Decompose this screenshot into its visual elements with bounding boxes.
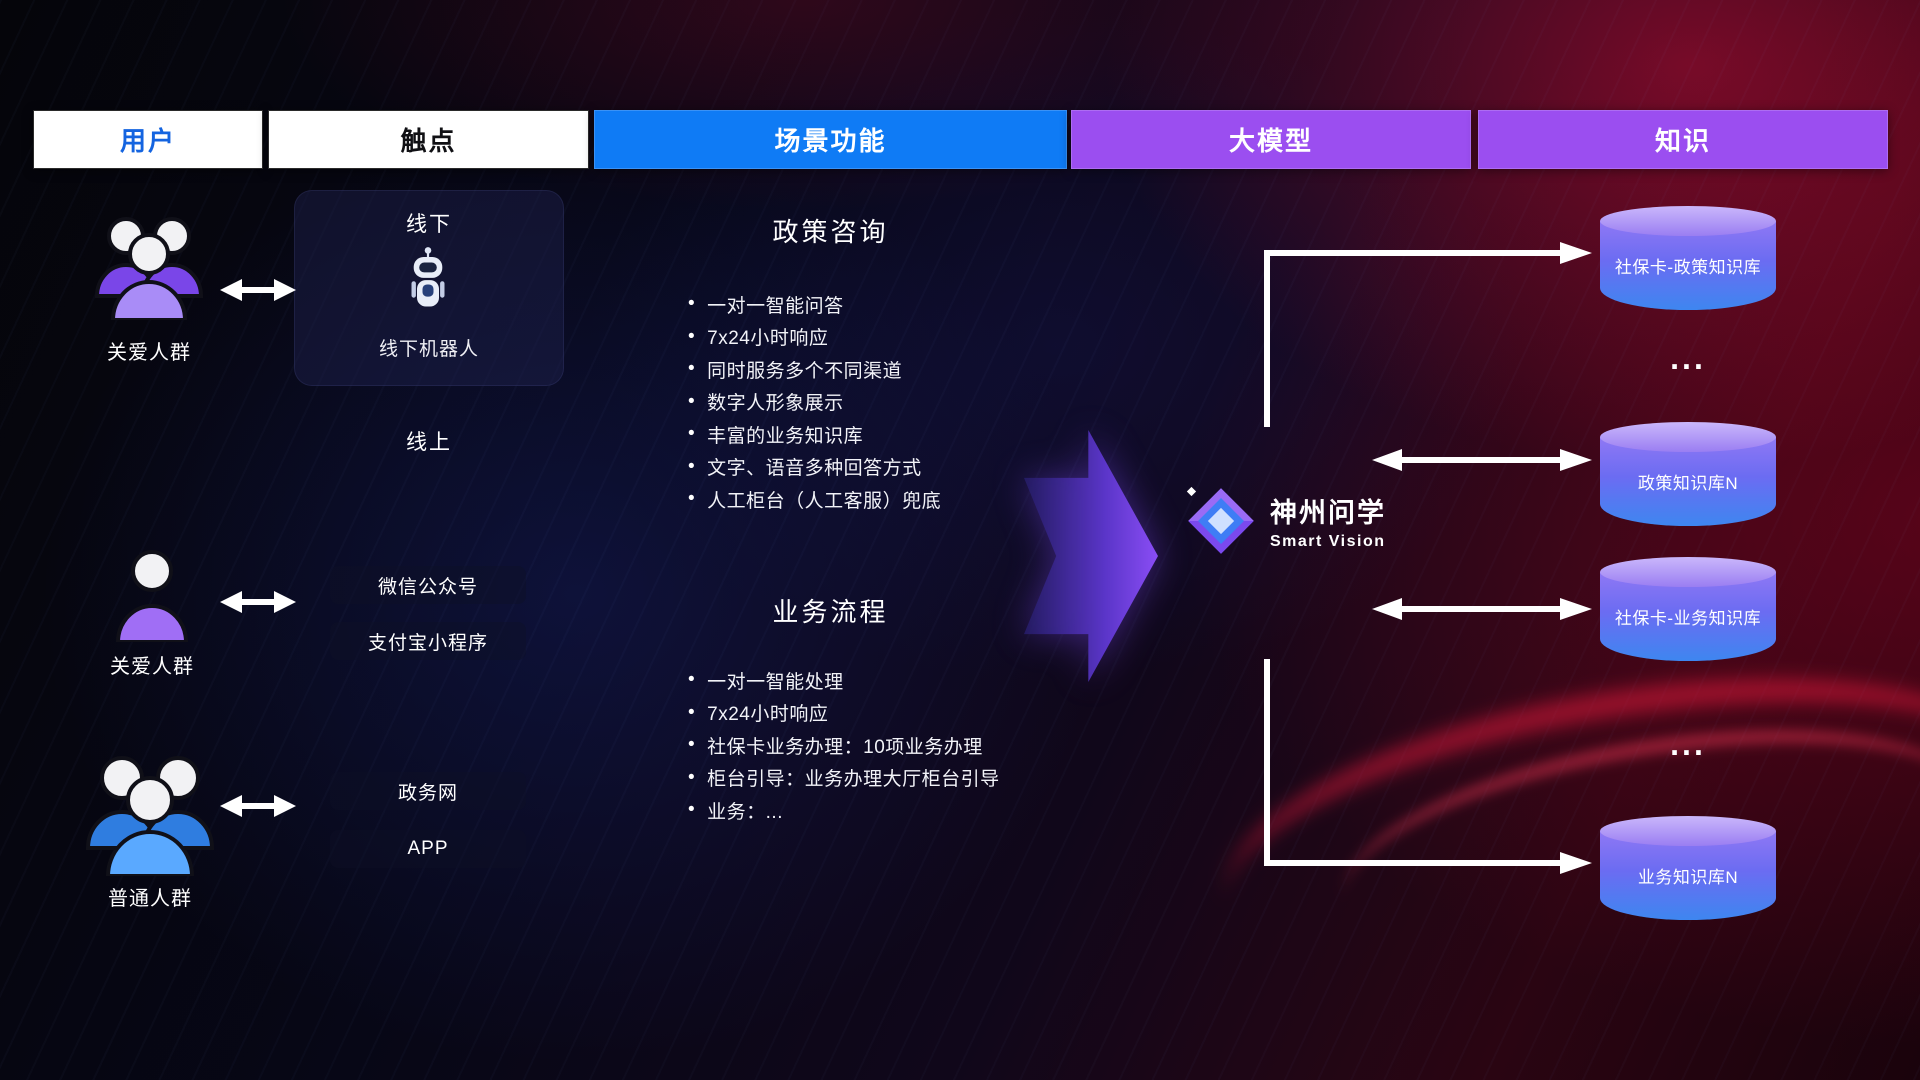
lane-header-touchpoints-label: 触点: [400, 126, 457, 156]
lane-header-scenario: 场景功能: [594, 110, 1067, 169]
feature-bullet: 7x24小时响应: [688, 321, 941, 354]
feature-bullet: 7x24小时响应: [688, 697, 1000, 730]
feature-bullet: 同时服务多个不同渠道: [688, 353, 941, 386]
scenario-policy-bullets: 一对一智能问答 7x24小时响应 同时服务多个不同渠道 数字人形象展示 丰富的业…: [688, 288, 941, 516]
lane-header-model: 大模型: [1071, 110, 1471, 169]
database-label: 社保卡-政策知识库: [1614, 257, 1762, 277]
touchpoint-wechat: 微信公众号: [330, 566, 526, 604]
lane-header-knowledge-label: 知识: [1654, 126, 1711, 156]
touchpoint-alipay: 支付宝小程序: [330, 622, 526, 660]
touchpoint-app: APP: [330, 830, 526, 868]
ellipsis-top: ...: [1670, 340, 1706, 376]
feature-bullet: 柜台引导：业务办理大厅柜台引导: [688, 762, 1000, 795]
people-group-blue-icon: [85, 756, 215, 876]
feature-bullet: 一对一智能处理: [688, 664, 1000, 697]
lane-header-scenario-label: 场景功能: [774, 126, 887, 156]
user-group-label: 关爱人群: [107, 342, 191, 364]
lane-header-users: 用户: [33, 110, 263, 169]
database-business-socialcard: 社保卡-业务知识库: [1600, 557, 1776, 661]
model-name: 神州问学: [1270, 498, 1386, 528]
feature-bullet: 业务：...: [688, 794, 1000, 827]
scenario-process-bullets: 一对一智能处理 7x24小时响应 社保卡业务办理：10项业务办理 柜台引导：业务…: [688, 664, 1000, 827]
feature-bullet: 一对一智能问答: [688, 288, 941, 321]
model-subtitle: Smart Vision: [1270, 533, 1386, 550]
database-policy-socialcard: 社保卡-政策知识库: [1600, 206, 1776, 310]
database-cylinder-top: [1600, 422, 1776, 452]
database-cylinder-top: [1600, 557, 1776, 587]
person-purple-icon: [115, 550, 189, 642]
scenario-policy-title: 政策咨询: [772, 217, 889, 247]
feature-bullet: 数字人形象展示: [688, 386, 941, 419]
database-cylinder-top: [1600, 816, 1776, 846]
lane-header-touchpoints: 触点: [268, 110, 589, 169]
scenario-process-title: 业务流程: [772, 597, 889, 627]
model-text: 神州问学 Smart Vision: [1270, 491, 1386, 551]
database-label: 政策知识库N: [1637, 473, 1739, 493]
feature-bullet: 文字、语音多种回答方式: [688, 451, 941, 484]
elbow-arrow-up-icon: [1264, 250, 1563, 427]
database-policy-n: 政策知识库N: [1600, 422, 1776, 526]
diamond-logo-icon: [1186, 486, 1254, 554]
user-public-label: 普通人群: [108, 888, 192, 910]
flow-arrow-icon: [1024, 430, 1158, 682]
lane-header-users-label: 用户: [119, 126, 176, 156]
feature-bullet: 丰富的业务知识库: [688, 418, 941, 451]
database-business-n: 业务知识库N: [1600, 816, 1776, 920]
feature-bullet: 社保卡业务办理：10项业务办理: [688, 729, 1000, 762]
lane-header-knowledge: 知识: [1478, 110, 1888, 169]
elbow-arrow-down-icon: [1264, 659, 1563, 866]
offline-robot-label: 线下机器人: [378, 339, 479, 360]
feature-bullet: 人工柜台（人工客服）兜底: [688, 483, 941, 516]
database-cylinder-top: [1600, 206, 1776, 236]
red-light-trail: [1201, 627, 1920, 1053]
user-single-label: 关爱人群: [110, 656, 194, 678]
robot-icon: [411, 247, 445, 307]
database-label: 社保卡-业务知识库: [1614, 608, 1762, 628]
ellipsis-bottom: ...: [1670, 726, 1706, 762]
touchpoint-gov-web: 政务网: [330, 772, 526, 810]
people-group-purple-icon: [94, 217, 204, 320]
database-label: 业务知识库N: [1637, 867, 1739, 887]
online-title: 线上: [406, 431, 452, 454]
model-logo: 神州问学 Smart Vision: [1186, 486, 1386, 556]
lane-header-model-label: 大模型: [1228, 126, 1313, 156]
offline-title: 线下: [406, 213, 452, 236]
